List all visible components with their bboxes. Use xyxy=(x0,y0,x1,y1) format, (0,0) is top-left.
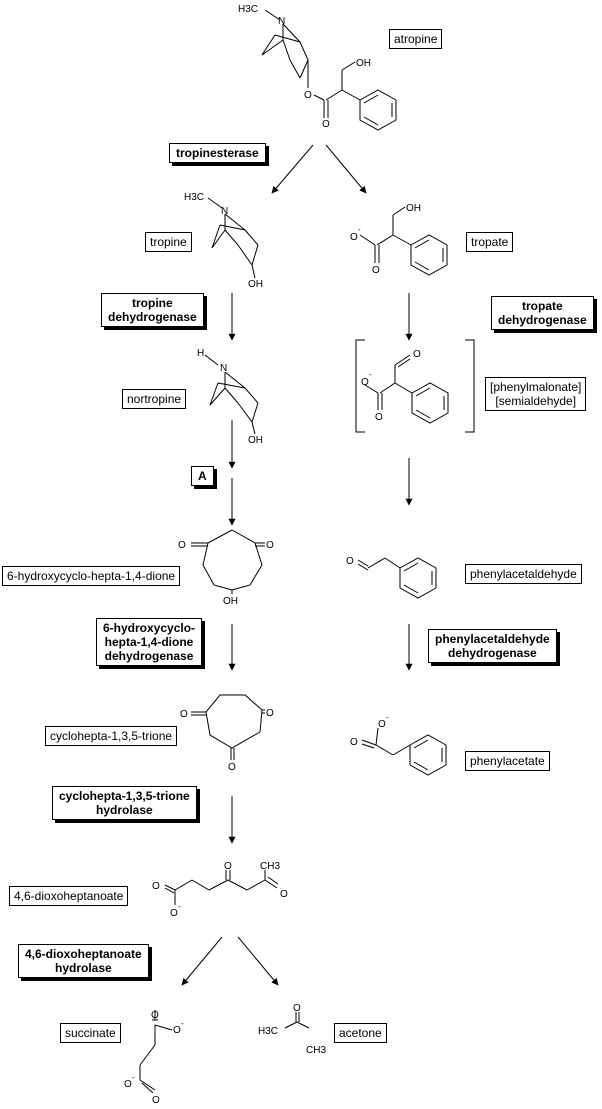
dioxoheptanoate-o-end: O xyxy=(280,889,288,900)
phenylacetaldehyde-structure xyxy=(357,557,437,599)
atropine-structure xyxy=(261,9,397,131)
dioxoheptanoate-structure xyxy=(164,870,279,905)
enzyme-label-hydroxycycloheptadione-dehydrogenase: 6-hydroxycyclo- hepta-1,4-dione dehydrog… xyxy=(96,618,203,666)
tropate-o-minus: O xyxy=(350,232,358,243)
phenylacetate-charge: - xyxy=(386,713,389,722)
phenylacetate-o: O xyxy=(350,737,358,748)
reaction-arrows xyxy=(181,144,413,986)
compound-label-atropine: atropine xyxy=(389,29,443,49)
trione-atom-labels: O O O xyxy=(180,708,274,773)
trione-o-bottom: O xyxy=(228,762,236,773)
dioxoheptanoate-atom-labels: O O - O CH3 O xyxy=(152,861,288,919)
hydroxydione-oh: OH xyxy=(223,596,238,607)
succinate-charge-bottom: - xyxy=(132,1073,135,1082)
semialdehyde-structure xyxy=(355,339,475,433)
compound-label-acetone: acetone xyxy=(334,1023,387,1043)
compound-label-hydroxycycloheptadione: 6-hydroxycyclo-hepta-1,4-dione xyxy=(2,566,181,586)
succinate-atom-labels: O O - O - O xyxy=(124,1010,184,1106)
hydroxydione-o-left: O xyxy=(178,540,186,551)
phenylacetaldehyde-atom-labels: O xyxy=(346,556,354,567)
nortropine-n: N xyxy=(220,363,227,374)
compound-label-cycloheptatrione: cyclohepta-1,3,5-trione xyxy=(45,726,178,746)
right-bracket xyxy=(465,339,475,433)
semialdehyde-atom-labels: O - O O xyxy=(361,349,421,423)
trione-structure xyxy=(191,694,265,760)
atropine-carbonyl-o: O xyxy=(322,119,330,130)
compound-label-tropate: tropate xyxy=(466,232,514,252)
tropine-oh: OH xyxy=(248,279,263,290)
acetone-atom-labels: H3C O CH3 xyxy=(258,1003,326,1056)
left-bracket xyxy=(355,339,365,433)
phenylacetate-atom-labels: O - O xyxy=(350,713,389,748)
acetone-ch3: CH3 xyxy=(306,1045,326,1056)
succinate-structure xyxy=(139,1010,173,1094)
atropine-ester-o: O xyxy=(304,90,312,101)
succinate-o-top: O xyxy=(151,1010,159,1021)
enzyme-label-cycloheptatrione-hydrolase: cyclohepta-1,3,5-trione hydrolase xyxy=(52,786,197,820)
compound-label-succinate: succinate xyxy=(60,1023,121,1043)
atropine-oh: OH xyxy=(356,58,371,69)
dioxoheptanoate-o-mid: O xyxy=(224,861,232,872)
tropate-structure xyxy=(359,206,448,276)
semialdehyde-aldehyde-o: O xyxy=(413,349,421,360)
enzyme-label-tropinesterase: tropinesterase xyxy=(169,143,266,163)
succinate-o-minus-bottom: O xyxy=(124,1079,132,1090)
acetone-structure xyxy=(284,1012,310,1029)
compound-label-nortropine: nortropine xyxy=(122,389,187,409)
compound-label-dioxoheptanoate: 4,6-dioxoheptanoate xyxy=(9,886,129,906)
compound-label-tropine: tropine xyxy=(145,232,192,252)
tropate-atom-labels: O - O OH xyxy=(350,203,421,276)
hydroxydione-o-right: O xyxy=(266,540,274,551)
compound-label-phenylmalonate-semialdehyde: [phenylmalonate] [semialdehyde] xyxy=(485,377,587,411)
phenylacetate-structure xyxy=(361,727,447,776)
semialdehyde-o-minus: O xyxy=(361,377,369,388)
trione-o-right: O xyxy=(266,708,274,719)
tropine-n: N xyxy=(221,206,228,217)
tropate-charge: - xyxy=(358,225,361,234)
succinate-charge-top: - xyxy=(181,1019,184,1028)
enzyme-label-A: A xyxy=(191,466,214,486)
nortropine-structure xyxy=(204,354,259,435)
arrow-atropine-to-tropine xyxy=(271,144,314,194)
phenylacetaldehyde-o: O xyxy=(346,556,354,567)
tropate-carbonyl-o: O xyxy=(372,265,380,276)
nortropine-atom-labels: H N OH xyxy=(197,348,263,446)
dioxoheptanoate-o: O xyxy=(152,881,160,892)
dioxoheptanoate-o-minus: O xyxy=(170,908,178,919)
enzyme-label-phenylacetaldehyde-dehydrogenase: phenylacetaldehyde dehydrogenase xyxy=(428,629,557,663)
enzyme-label-dioxoheptanoate-hydrolase: 4,6-dioxoheptanoate hydrolase xyxy=(18,944,149,978)
tropate-oh: OH xyxy=(406,203,421,214)
hydroxydione-structure xyxy=(191,529,265,594)
dioxoheptanoate-charge: - xyxy=(178,902,181,911)
phenylacetate-o-minus: O xyxy=(378,719,386,730)
succinate-o-bottom: O xyxy=(152,1095,160,1106)
atropine-h3c: H3C xyxy=(238,4,258,15)
trione-o-left: O xyxy=(180,709,188,720)
arrow-atropine-to-tropate xyxy=(325,144,367,194)
dioxoheptanoate-ch3: CH3 xyxy=(260,861,280,872)
arrow-dioxoheptanoate-to-succinate xyxy=(181,936,223,986)
tropine-atom-labels: H3C N OH xyxy=(184,192,263,290)
tropine-structure xyxy=(207,197,259,279)
nortropine-oh: OH xyxy=(248,435,263,446)
enzyme-label-tropate-dehydrogenase: tropate dehydrogenase xyxy=(491,296,594,330)
nortropine-h: H xyxy=(197,348,204,359)
acetone-h3c: H3C xyxy=(258,1026,278,1037)
arrow-dioxoheptanoate-to-acetone xyxy=(237,936,279,986)
hydroxydione-atom-labels: O O OH xyxy=(178,540,274,607)
semialdehyde-charge: - xyxy=(369,370,372,379)
atropine-n: N xyxy=(278,16,285,27)
semialdehyde-carbonyl-o: O xyxy=(375,412,383,423)
succinate-o-minus-top: O xyxy=(173,1025,181,1036)
compound-label-phenylacetate: phenylacetate xyxy=(465,751,550,771)
atropine-atom-labels: H3C N O O OH xyxy=(238,4,371,130)
enzyme-label-tropine-dehydrogenase: tropine dehydrogenase xyxy=(101,293,204,327)
tropine-h3c: H3C xyxy=(184,192,204,203)
acetone-o: O xyxy=(293,1003,301,1014)
compound-label-phenylacetaldehyde: phenylacetaldehyde xyxy=(465,564,582,584)
